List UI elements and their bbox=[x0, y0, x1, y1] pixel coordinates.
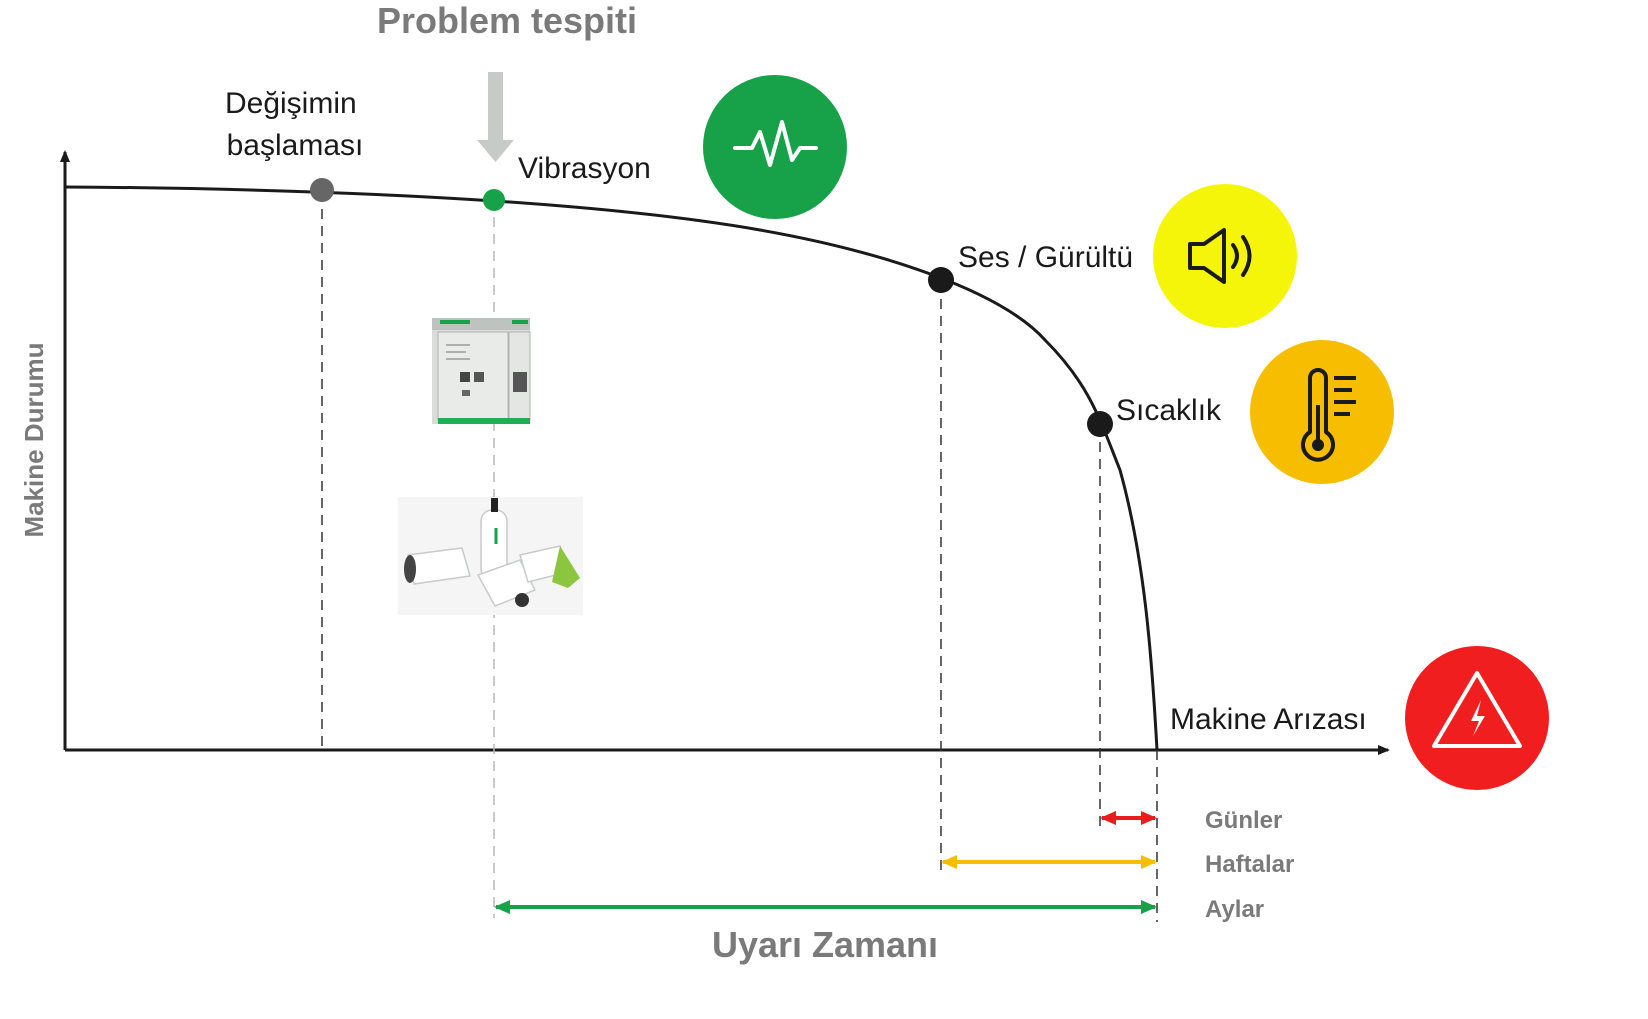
controller-device-image bbox=[432, 318, 531, 424]
weeks-label: Haftalar bbox=[1205, 851, 1294, 878]
sensor-devices-image bbox=[398, 497, 583, 615]
days-label: Günler bbox=[1205, 807, 1282, 834]
y-axis-label: Makine Durumu bbox=[19, 342, 49, 537]
warning-time-label: Uyarı Zamanı bbox=[712, 924, 938, 965]
temperature-point-marker bbox=[1087, 411, 1113, 437]
temperature-label: Sıcaklık bbox=[1116, 394, 1222, 427]
vibration-wave-icon bbox=[703, 75, 847, 219]
failure-label: Makine Arızası bbox=[1170, 703, 1367, 736]
noise-point-marker bbox=[928, 267, 954, 293]
speaker-icon bbox=[1153, 184, 1297, 328]
p-f-curve bbox=[64, 185, 1159, 751]
diagram-title: Problem tespiti bbox=[377, 0, 637, 41]
months-label: Aylar bbox=[1205, 896, 1264, 923]
warning-triangle-icon bbox=[1405, 646, 1549, 790]
vibration-label: Vibrasyon bbox=[518, 152, 651, 185]
thermometer-icon bbox=[1250, 340, 1394, 484]
start-label: Değişimin başlaması bbox=[225, 87, 365, 162]
problem-arrow-icon bbox=[477, 72, 514, 162]
noise-label: Ses / Gürültü bbox=[958, 241, 1133, 274]
start-point-marker bbox=[310, 178, 334, 202]
vibration-point-marker bbox=[483, 189, 505, 211]
